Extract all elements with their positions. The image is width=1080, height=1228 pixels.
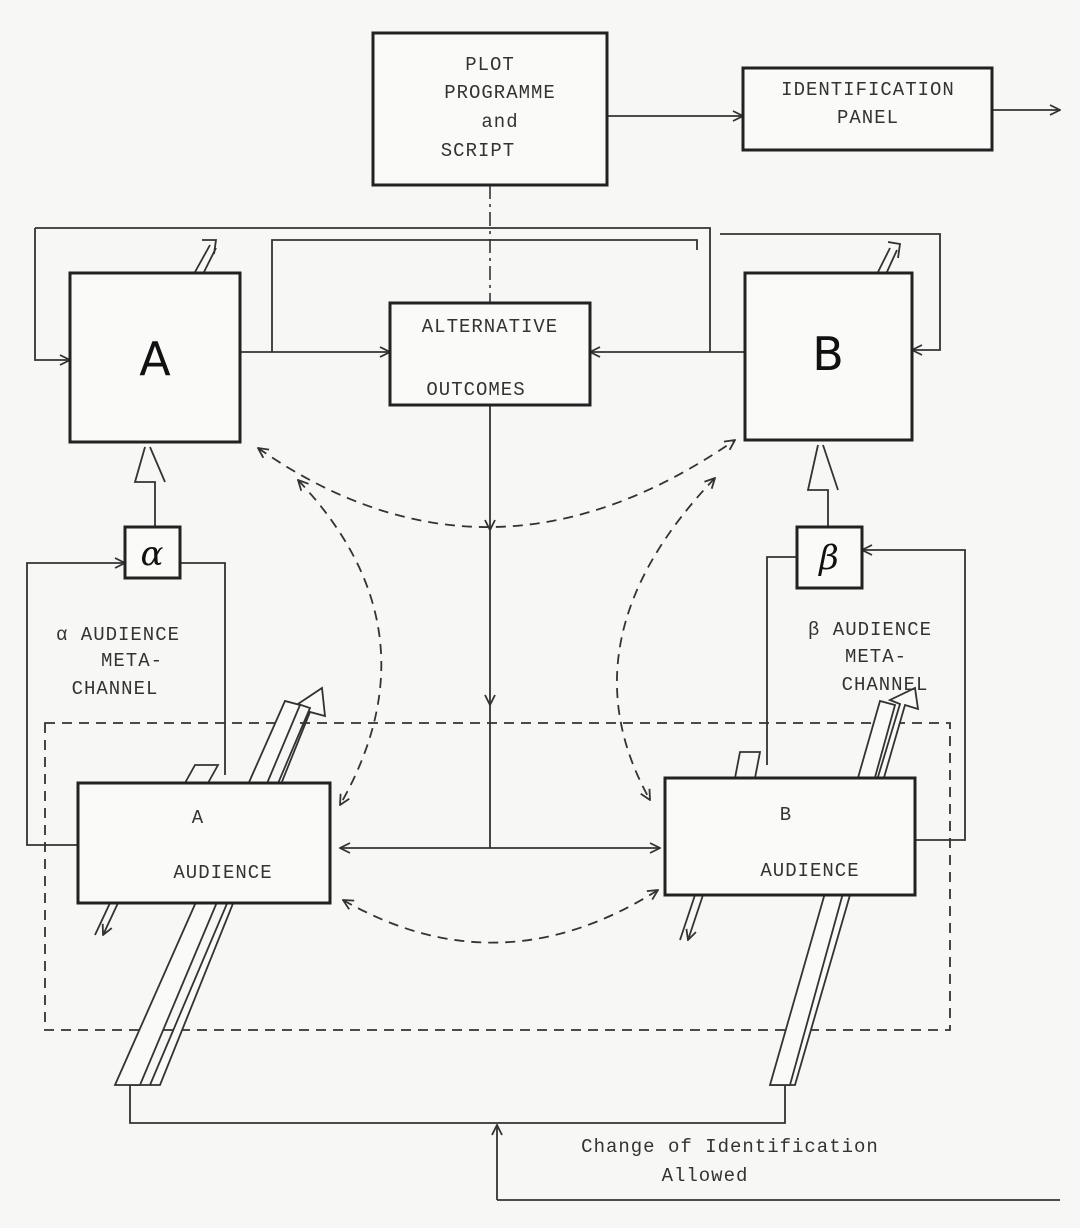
alpha-metachannel-label: α AUDIENCE META- CHANNEL: [56, 624, 180, 700]
plot-box: PLOT PROGRAMME and SCRIPT: [371, 31, 609, 187]
alpha-channel-line-2: META-: [101, 650, 163, 672]
change-identification-label: Change of Identification Allowed: [581, 1136, 879, 1187]
connector-lines: [26, 110, 1060, 1201]
beta-channel-line-1: β AUDIENCE: [808, 619, 932, 641]
actor-a-box: A: [68, 271, 242, 444]
change-line-1: Change of Identification: [581, 1136, 879, 1158]
alpha-channel-line-1: α AUDIENCE: [56, 624, 180, 646]
dashed-interaction-arrows: [258, 440, 735, 944]
audience-b-line-1: B: [780, 804, 792, 826]
alpha-channel-line-3: CHANNEL: [72, 678, 159, 700]
plot-line-1: PLOT: [465, 54, 515, 76]
audience-b-line-2: AUDIENCE: [760, 860, 859, 882]
outcomes-box: ALTERNATIVE OUTCOMES: [388, 301, 592, 407]
audience-enclosure: [44, 722, 951, 1031]
identification-line-2: PANEL: [837, 107, 899, 129]
plot-line-2: PROGRAMME: [444, 82, 556, 104]
alpha-label: α: [141, 534, 164, 574]
actor-b-label: B: [812, 327, 844, 381]
audience-b-box: B AUDIENCE: [663, 776, 917, 897]
beta-channel-line-3: CHANNEL: [842, 674, 929, 696]
identification-panel-box: IDENTIFICATION PANEL: [741, 66, 994, 152]
outcomes-line-2: OUTCOMES: [426, 379, 525, 401]
actor-a-label: A: [139, 332, 171, 386]
audience-a-line-1: A: [192, 807, 204, 829]
plot-line-4: SCRIPT: [441, 140, 515, 162]
outcomes-line-1: ALTERNATIVE: [422, 316, 558, 338]
audience-a-line-2: AUDIENCE: [173, 862, 272, 884]
change-line-2: Allowed: [662, 1165, 749, 1187]
identification-line-1: IDENTIFICATION: [781, 79, 955, 101]
beta-channel-line-2: META-: [845, 646, 907, 668]
audience-a-box: A AUDIENCE: [76, 781, 332, 905]
beta-metachannel-label: β AUDIENCE META- CHANNEL: [808, 619, 932, 696]
beta-label: β: [817, 538, 839, 578]
actor-b-box: B: [743, 271, 914, 442]
alpha-box: α: [123, 525, 182, 580]
plot-line-3: and: [481, 111, 518, 133]
beta-box: β: [795, 525, 864, 590]
